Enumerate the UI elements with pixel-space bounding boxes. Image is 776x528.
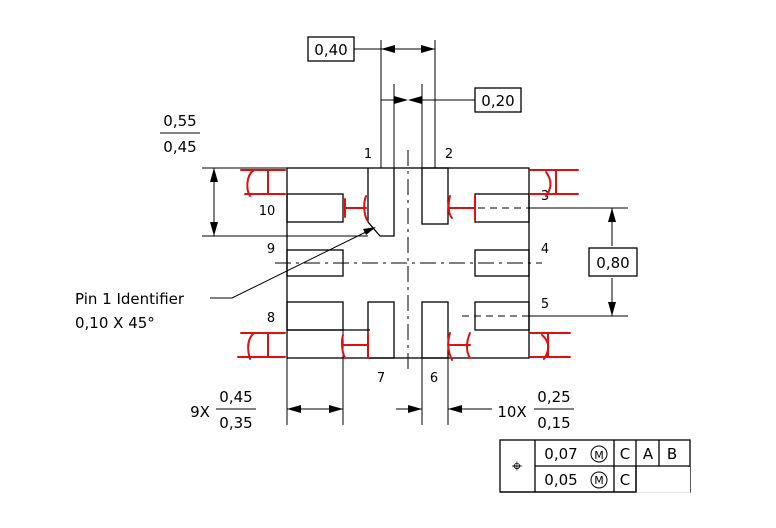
row1-datum-2: A bbox=[643, 445, 654, 463]
position-symbol-icon: ⌖ bbox=[512, 456, 522, 477]
pin-label-8: 8 bbox=[267, 311, 275, 326]
span-dimension: 0,80 bbox=[588, 208, 638, 316]
pad-6 bbox=[421, 301, 449, 359]
pin-label-1: 1 bbox=[364, 147, 372, 162]
edge-value-bottom: 0,45 bbox=[163, 138, 196, 156]
right-pads bbox=[474, 193, 530, 331]
pad-width-top: 0,25 bbox=[537, 388, 570, 406]
pad-width-dimension: 10X 0,25 0,15 bbox=[396, 388, 574, 432]
pad-1 bbox=[367, 168, 395, 237]
red-markups bbox=[237, 169, 579, 361]
pin-identifier-line2: 0,10 X 45° bbox=[75, 314, 155, 332]
centre-lines bbox=[275, 150, 560, 372]
pad-width-bottom: 0,15 bbox=[537, 414, 570, 432]
row1-tolerance: 0,07 bbox=[544, 445, 577, 463]
pin-label-10: 10 bbox=[259, 204, 276, 219]
pad-length-count: 9X bbox=[190, 403, 210, 421]
pitch-dimension: 0,40 bbox=[307, 36, 435, 62]
pin-label-3: 3 bbox=[541, 189, 549, 204]
pad-length-bottom: 0,35 bbox=[219, 414, 252, 432]
pad-length-top: 0,45 bbox=[219, 388, 252, 406]
pin-label-7: 7 bbox=[377, 371, 385, 386]
pad-7 bbox=[367, 301, 395, 359]
pad-width-count: 10X bbox=[497, 403, 526, 421]
pad-10 bbox=[286, 193, 344, 223]
pad-8 bbox=[286, 301, 344, 331]
pin-identifier-line1: Pin 1 Identifier bbox=[75, 290, 185, 308]
pin-label-2: 2 bbox=[445, 147, 453, 162]
vertical-pads bbox=[367, 167, 449, 359]
edge-dimension: 0,55 0,45 bbox=[160, 112, 218, 236]
pin-identifier: Pin 1 Identifier 0,10 X 45° bbox=[75, 227, 376, 332]
pin-label-9: 9 bbox=[267, 242, 275, 257]
row2-datum-1: C bbox=[620, 471, 630, 489]
tolerance-frame: ⌖ 0,07 M C A B 0,05 M C bbox=[499, 439, 691, 493]
edge-value-top: 0,55 bbox=[163, 112, 196, 130]
pin-labels: 1 2 3 4 5 6 7 8 9 10 bbox=[259, 147, 549, 386]
left-pads bbox=[286, 193, 370, 331]
row1-datum-3: B bbox=[667, 445, 677, 463]
pad-2 bbox=[421, 167, 449, 225]
row2-modifier: M bbox=[594, 474, 604, 487]
row2-tolerance: 0,05 bbox=[544, 471, 577, 489]
span-value: 0,80 bbox=[596, 254, 629, 272]
extension-lines bbox=[202, 40, 628, 425]
pin-label-6: 6 bbox=[430, 371, 438, 386]
slot-value: 0,20 bbox=[481, 92, 514, 110]
row1-datum-1: C bbox=[620, 445, 630, 463]
pad-length-dimension: 9X 0,45 0,35 bbox=[190, 388, 343, 432]
slot-dimension: 0,20 bbox=[381, 84, 522, 168]
pitch-value: 0,40 bbox=[314, 41, 347, 59]
pin-label-4: 4 bbox=[541, 242, 549, 257]
row1-modifier: M bbox=[594, 449, 604, 462]
pin-label-5: 5 bbox=[541, 297, 549, 312]
